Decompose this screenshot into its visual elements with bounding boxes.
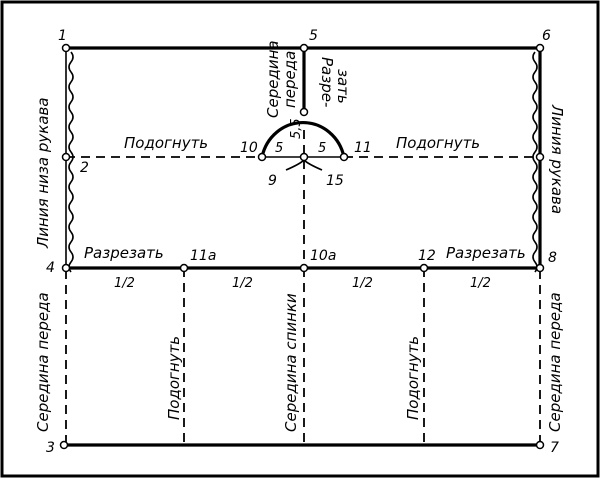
label-p1: 1 [58,28,67,44]
label-zat: зать [334,69,352,104]
label-p9: 9 [268,173,277,189]
point-7 [535,440,545,450]
label-pereda-top: переда [281,51,299,108]
point-11a [179,263,189,273]
label-p2: 2 [80,160,89,176]
label-seredina-spinki: Середина спинки [282,293,300,432]
measure-5-left: 5 [275,141,283,156]
label-p10: 10 [240,140,258,156]
arc-9 [285,159,305,171]
label-razrezat-left: Разрезать [84,244,164,262]
label-p11: 11 [354,140,372,156]
label-podognut-vertical-1: Подогнуть [165,336,183,420]
label-seredina-pereda-left: Середина переда [34,292,52,432]
label-p12: 12 [418,248,436,264]
label-liniya-rukava: Линия рукава [548,104,566,214]
label-p8: 8 [548,250,557,266]
measure-half-4: 1/2 [470,276,491,291]
point-3 [59,440,69,450]
label-podognut-vertical-2: Подогнуть [404,336,422,420]
label-p15: 15 [326,173,344,189]
label-seredina-pereda-right: Середина переда [546,292,564,432]
measure-5-right: 5 [318,141,326,156]
label-p10a: 10а [310,248,336,264]
neckline-arc [260,120,346,159]
label-p4: 4 [46,260,55,276]
point-10 [257,152,267,162]
point-10a [299,263,309,273]
point-6 [535,43,545,53]
point-11 [339,152,349,162]
arc-15 [303,159,323,171]
label-liniya-niza-rukava: Линия низа рукава [34,97,52,249]
point-right-mid [535,152,545,162]
point-neck-top [299,107,309,117]
label-p5: 5 [309,28,318,44]
measure-half-2: 1/2 [232,276,253,291]
label-p6: 6 [542,28,551,44]
point-5 [299,43,309,53]
label-razre: Разре- [318,57,336,107]
measure-half-1: 1/2 [114,276,135,291]
label-podognut-right: Подогнуть [396,134,480,152]
measure-5-5: 5,5 [289,118,304,139]
label-podognut-left: Подогнуть [124,134,208,152]
point-4 [61,263,71,273]
label-p11a: 11а [190,248,216,264]
label-seredina-top: Середина [264,40,282,118]
measure-half-3: 1/2 [352,276,373,291]
label-razrezat-right: Разрезать [446,244,526,262]
point-2 [61,152,71,162]
label-p7: 7 [550,440,559,456]
point-8 [535,263,545,273]
point-neck-center [299,152,309,162]
point-12 [419,263,429,273]
point-1 [61,43,71,53]
right-wavy-line [532,51,538,273]
left-wavy-line [68,51,74,273]
label-p3: 3 [46,440,55,456]
